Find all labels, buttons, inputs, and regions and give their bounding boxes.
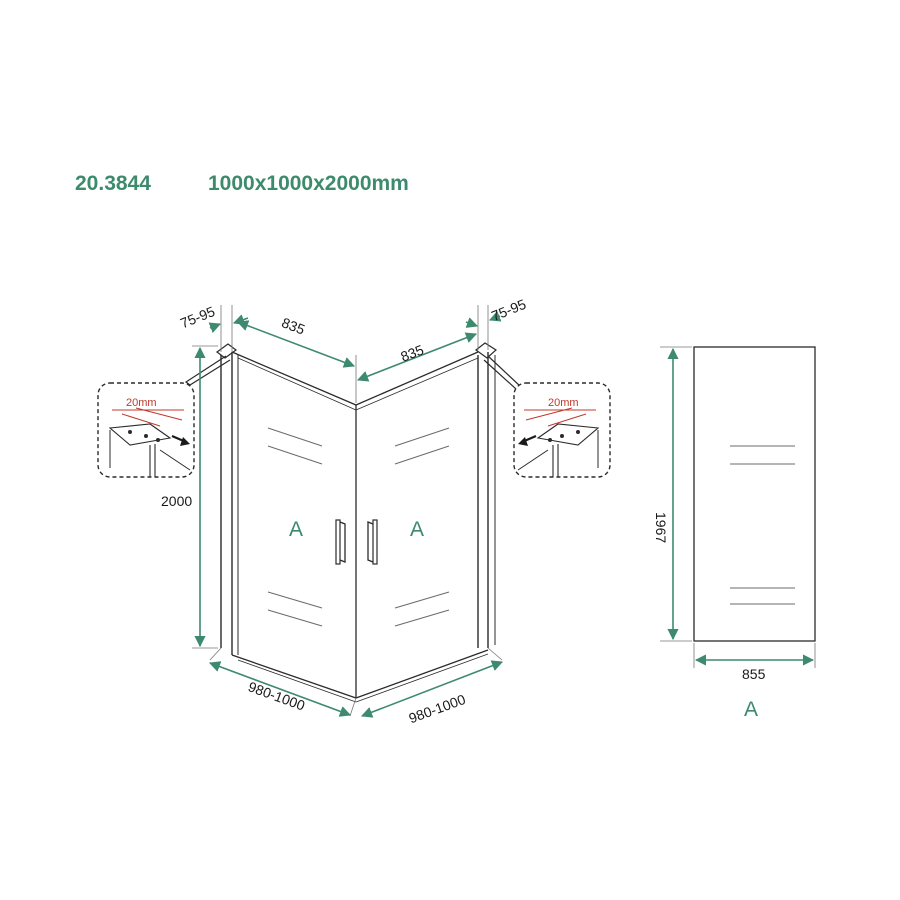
dim-left-door-label: 835 — [280, 314, 308, 337]
detail-bubble-left — [97, 382, 195, 478]
dim-left-adjust: 75-95 — [178, 303, 249, 333]
side-panel-drawing — [660, 346, 816, 668]
detail-left-gap: 20mm — [126, 397, 157, 409]
dim-side-width: 855 — [694, 654, 815, 682]
side-panel-label: A — [744, 698, 758, 721]
dim-left-depth: 980-1000 — [208, 647, 357, 717]
dim-side-height-label: 1967 — [653, 512, 669, 543]
detail-bubble-right — [513, 382, 611, 478]
dim-right-adjust-label: 75-95 — [489, 296, 528, 324]
dim-right-door: 835 — [356, 332, 478, 382]
dim-height: 2000 — [161, 346, 206, 648]
dim-right-depth-label: 980-1000 — [407, 691, 468, 726]
article-number: 20.3844 — [75, 172, 151, 195]
dim-side-width-label: 855 — [742, 666, 766, 682]
dim-side-height: 1967 — [653, 347, 679, 641]
panel-label-right: A — [410, 518, 424, 541]
overall-dimensions: 1000x1000x2000mm — [208, 172, 409, 195]
detail-right-gap: 20mm — [548, 397, 579, 409]
enclosure-drawing — [184, 342, 521, 703]
dim-height-label: 2000 — [161, 493, 192, 509]
dim-left-depth-label: 980-1000 — [246, 678, 307, 713]
panel-label-left: A — [289, 518, 303, 541]
dim-right-adjust: 75-95 — [465, 296, 528, 328]
dim-right-depth: 980-1000 — [360, 647, 504, 726]
dim-left-door: 835 — [236, 314, 356, 368]
dim-right-door-label: 835 — [398, 341, 426, 364]
